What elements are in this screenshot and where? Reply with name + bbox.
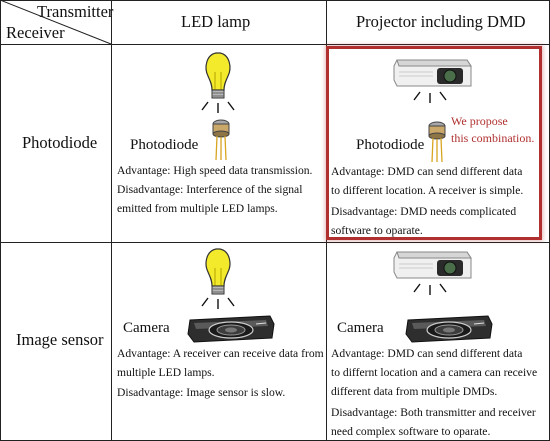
camera-sensor-icon [187,315,275,343]
disadvantage-text: Disadvantage: DMD needs complicated [331,205,517,218]
device-label-camera: Camera [123,320,170,336]
projector-column-header: Projector including DMD [356,12,526,31]
column-divider-1 [111,0,112,441]
corner-diagonal-line [0,0,112,45]
row-divider [0,242,550,243]
photodiode-icon [212,119,230,161]
proposal-note-cont: this combination. [451,131,535,145]
disadvantage-text: Disadvantage: Interference of the signal [117,183,303,196]
advantage-text: Advantage: DMD can send different data [331,347,523,360]
transmitter-header: Transmitter [37,2,114,21]
advantage-text: Advantage: A receiver can receive data f… [117,347,324,360]
device-label-photodiode: Photodiode [130,137,199,153]
camera-sensor-icon [405,315,493,343]
disadvantage-text-cont: software to oparate. [331,224,423,237]
advantage-text-cont: to different location. A receiver is sim… [331,184,524,197]
disadvantage-text-cont: need complex software to oparate. [331,425,491,438]
advantage-text-cont: multiple LED lamps. [117,366,215,379]
disadvantage-text: Disadvantage: Both transmitter and recei… [331,406,536,419]
proposal-note: We propose [451,114,508,128]
advantage-text-cont: to differnt location and a camera can re… [331,366,538,379]
device-label-photodiode: Photodiode [356,137,425,153]
projector-icon [393,59,472,103]
disadvantage-text: Disadvantage: Image sensor is slow. [117,386,286,399]
proposed-combination-highlight [326,46,542,240]
table-border-left [0,0,1,441]
led-lamp-column-header: LED lamp [181,12,251,31]
device-label-camera: Camera [337,320,384,336]
table-border-top [0,0,550,1]
receiver-header: Receiver [6,23,65,42]
row-label-photodiode: Photodiode [22,133,98,152]
light-bulb-icon [201,52,235,113]
projector-icon [393,251,472,295]
row-label-image-sensor: Image sensor [16,330,104,349]
photodiode-icon [428,121,446,163]
light-bulb-icon [201,248,235,309]
header-divider [0,44,550,45]
advantage-text: Advantage: DMD can send different data [331,165,523,178]
disadvantage-text-cont: emitted from multiple LED lamps. [117,202,278,215]
advantage-text-cont: different data from multiple DMDs. [331,385,498,398]
advantage-text: Advantage: High speed data transmission. [117,164,313,177]
